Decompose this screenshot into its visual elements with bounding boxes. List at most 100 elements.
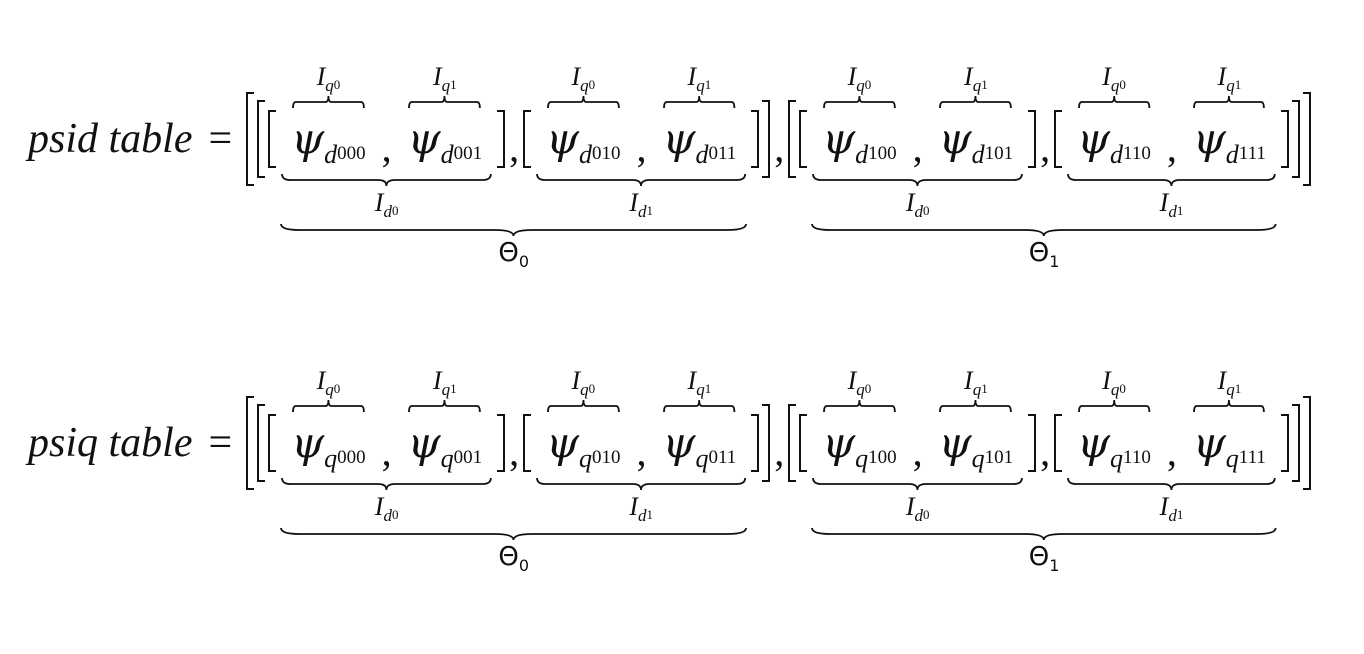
over-label-sub-subscript: 1: [450, 77, 457, 92]
under-label-subscript: d: [914, 506, 924, 525]
left-bracket: [523, 110, 532, 168]
comma: ,: [774, 125, 785, 170]
term-subscript: d: [1225, 140, 1239, 169]
over-label-subscript: q: [972, 380, 982, 399]
term-sub-subscript: 110: [1123, 447, 1151, 468]
term-sub-subscript: 001: [453, 447, 483, 468]
term-subscript: d: [579, 140, 592, 169]
underbrace: [1068, 478, 1275, 490]
term-subscript: d: [1110, 140, 1124, 169]
theta-label-symbol: Θ: [498, 542, 519, 572]
term-sub-subscript: 011: [708, 143, 737, 164]
left-bracket: [799, 110, 808, 168]
over-label-subscript: q: [1110, 76, 1120, 95]
comma: ,: [1040, 429, 1051, 474]
comma: ,: [1040, 125, 1051, 170]
right-bracket: [1280, 110, 1289, 168]
under-label-symbol: I: [905, 188, 915, 217]
under-label: Id1: [523, 190, 759, 221]
theta-underbrace: [812, 528, 1276, 540]
left-bracket: [1054, 110, 1063, 168]
over-label-subscript: q: [1226, 76, 1235, 95]
over-label-sub-subscript: 0: [333, 77, 341, 92]
right-bracket: [1302, 396, 1311, 490]
overbrace: [1079, 96, 1149, 108]
overbrace: [1079, 400, 1149, 412]
right-bracket: [1280, 414, 1289, 472]
right-bracket: [497, 414, 506, 472]
overbrace: [1194, 96, 1264, 108]
right-bracket: [1291, 404, 1300, 482]
under-label: Id0: [268, 494, 505, 525]
theta-label-symbol: Θ: [498, 238, 519, 268]
over-label-symbol: I: [687, 62, 697, 91]
theta-label: Θ1: [788, 544, 1300, 574]
comma: ,: [1166, 429, 1177, 474]
over-label-subscript: q: [580, 380, 589, 399]
over-label-symbol: I: [687, 366, 697, 395]
under-label: Id0: [799, 188, 1036, 221]
comma: ,: [1166, 125, 1177, 170]
left-bracket: [246, 396, 255, 490]
left-bracket: [268, 110, 277, 168]
psi-symbol: ψ: [1077, 418, 1111, 467]
term-sub-subscript: 100: [868, 447, 897, 468]
comma: ,: [912, 429, 923, 474]
over-label-sub-subscript: 1: [981, 381, 988, 396]
overbrace: [409, 400, 480, 412]
psi-symbol: ψ: [938, 418, 972, 467]
term-sub-subscript: 000: [337, 447, 366, 468]
overbrace: [940, 96, 1011, 108]
over-label: Iq1: [651, 366, 749, 399]
theta-label-subscript: 1: [1049, 556, 1060, 575]
under-label-sub-subscript: 1: [646, 507, 653, 522]
comma: ,: [509, 429, 520, 474]
under-label-subscript: d: [914, 202, 924, 221]
over-label: Iq0: [534, 64, 632, 95]
under-label-subscript: d: [383, 506, 392, 525]
over-label-sub-subscript: 0: [864, 381, 872, 396]
over-label: Iq0: [279, 368, 377, 399]
over-label-symbol: I: [847, 62, 857, 91]
over-label: Iq0: [1065, 368, 1163, 399]
under-label: Id0: [799, 494, 1036, 525]
under-label-subscript: d: [1168, 202, 1177, 221]
over-label-subscript: q: [696, 76, 705, 95]
over-label-subscript: q: [856, 380, 865, 399]
term-subscript: q: [855, 444, 869, 473]
over-label: Iq1: [1181, 368, 1278, 399]
term-subscript: q: [440, 444, 454, 473]
comma: ,: [774, 429, 785, 474]
over-label-symbol: I: [1217, 62, 1227, 91]
overbrace: [409, 96, 480, 108]
psi-symbol: ψ: [938, 114, 972, 163]
over-label: Iq0: [810, 62, 908, 95]
term-sub-subscript: 010: [592, 447, 621, 468]
right-bracket: [1291, 100, 1300, 178]
equals-sign: =: [208, 420, 233, 466]
over-label: Iq1: [1181, 62, 1278, 95]
under-label-subscript: d: [637, 506, 647, 525]
left-bracket: [788, 404, 797, 482]
term-sub-subscript: 111: [1238, 143, 1266, 164]
psi-symbol: ψ: [662, 114, 696, 163]
over-label: Iq0: [534, 368, 632, 399]
under-label-sub-subscript: 1: [1176, 507, 1184, 522]
term-sub-subscript: 010: [592, 143, 621, 164]
over-label-symbol: I: [433, 366, 442, 395]
right-bracket: [751, 414, 760, 472]
over-label-sub-subscript: 0: [588, 77, 596, 92]
over-label: Iq1: [927, 64, 1025, 95]
